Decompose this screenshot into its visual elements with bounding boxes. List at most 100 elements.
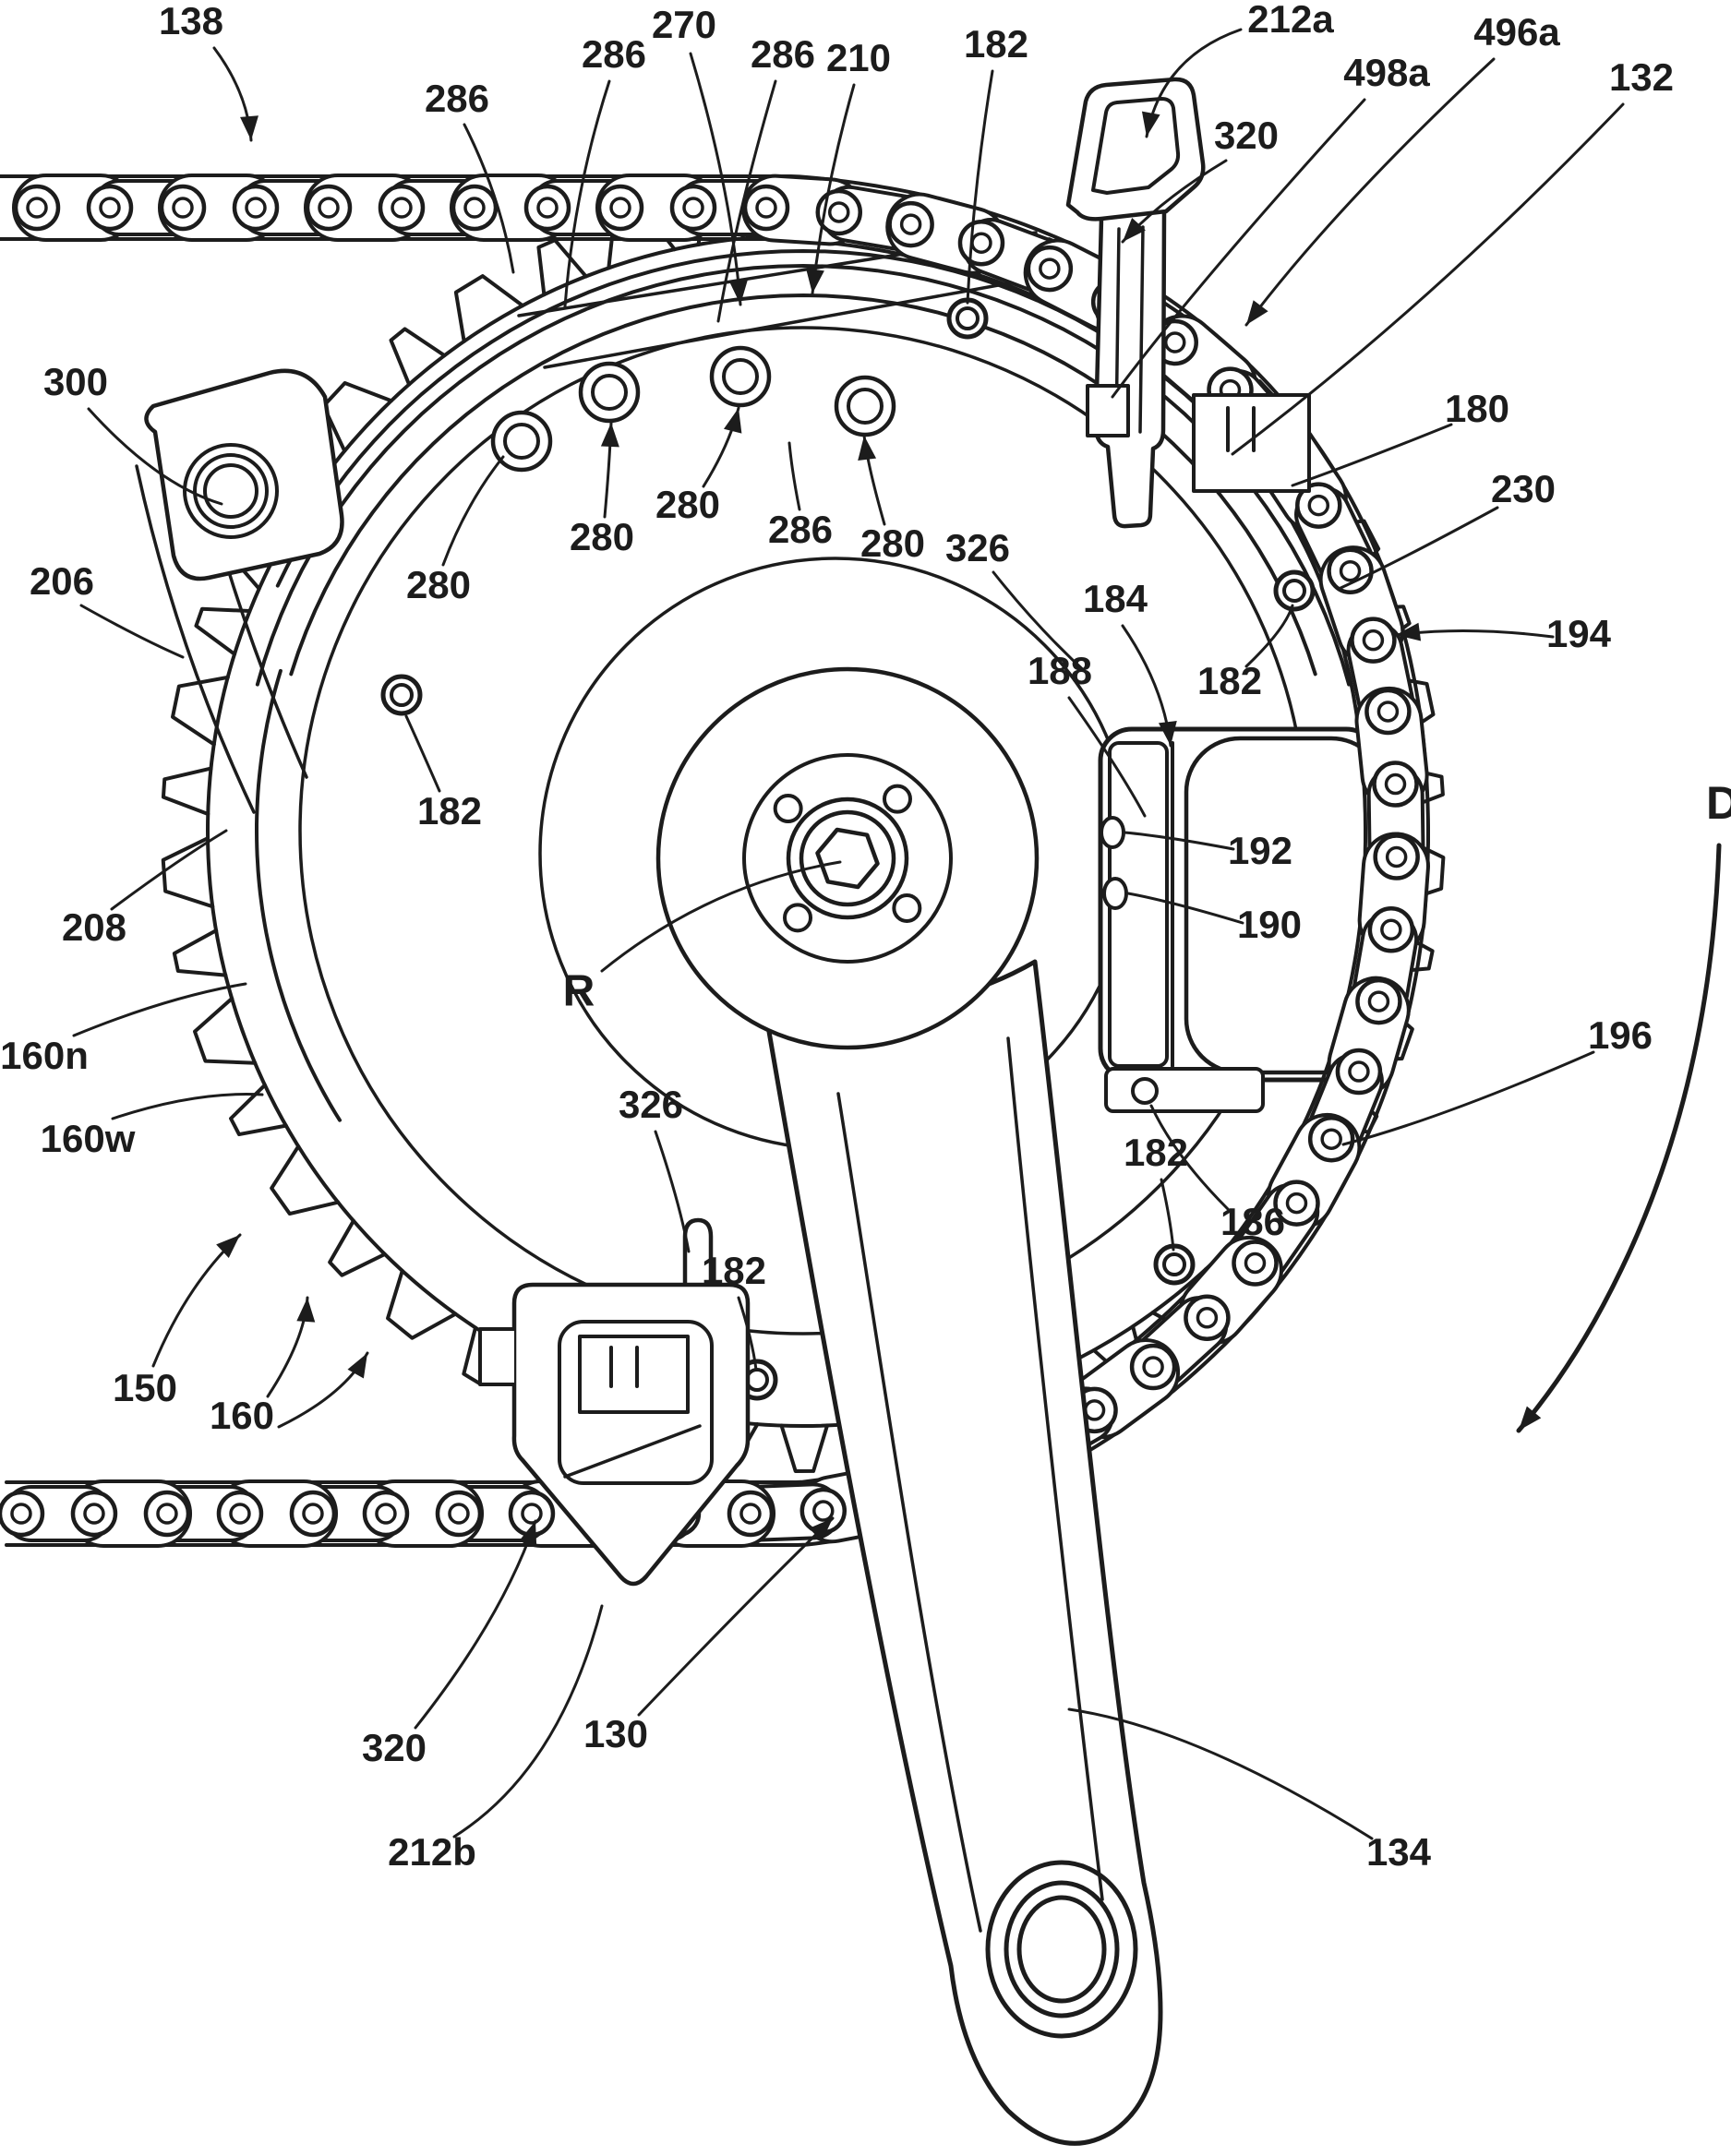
ref-label-496a: 496a (1473, 10, 1560, 54)
leader-line (111, 1093, 264, 1120)
chain-roller-icon (742, 184, 790, 232)
wide-tooth (171, 675, 230, 747)
leader-arrowhead-icon (519, 1521, 537, 1547)
ref-label-230: 230 (1491, 467, 1556, 510)
ref-label-R: R (563, 967, 595, 1016)
flange-bolt-icon (1153, 1243, 1196, 1286)
leader-arrowhead-icon (296, 1298, 316, 1323)
chain-roller-icon (86, 184, 134, 232)
leader-line (600, 860, 842, 973)
wide-tooth (193, 996, 258, 1065)
ref-label-188: 188 (1028, 649, 1092, 692)
narrow-tooth (172, 928, 228, 977)
chain-roller-icon (1350, 617, 1397, 664)
leader-line (79, 604, 185, 659)
leader-line (1160, 1178, 1175, 1252)
ref-label-D: D (1706, 777, 1731, 829)
battery-screw-icon (1100, 816, 1125, 849)
ref-label-130: 130 (583, 1712, 648, 1755)
chain-roller-icon (143, 1490, 191, 1538)
wide-tooth (321, 381, 393, 453)
chain-roller-icon (727, 1490, 775, 1538)
leader-line (1244, 57, 1496, 327)
ref-label-206: 206 (30, 559, 94, 603)
crank-arm (765, 959, 1163, 2146)
ref-label-132: 132 (1609, 55, 1674, 99)
chainring-bolt-icon (834, 375, 896, 437)
ref-label-326: 326 (619, 1083, 683, 1126)
chain-roller-icon (232, 184, 280, 232)
hub (655, 666, 1040, 1050)
leader-line (1337, 506, 1499, 591)
chain-roller-icon (1232, 1240, 1279, 1287)
ring-bolts (490, 345, 896, 473)
chainring-bolt-icon (709, 345, 772, 408)
ref-label-280: 280 (655, 483, 720, 526)
leader-line (1341, 1050, 1595, 1146)
leader-line (811, 83, 856, 295)
chain-roller-icon (815, 188, 862, 236)
ref-label-190: 190 (1237, 903, 1302, 946)
leader-arrowhead-icon (216, 1235, 240, 1259)
leader-arrowhead-icon (858, 436, 877, 461)
ref-label-212b: 212b (388, 1830, 476, 1874)
ref-label-180: 180 (1445, 387, 1509, 430)
leader-line (1244, 604, 1294, 668)
ref-label-280: 280 (860, 521, 925, 565)
leader-arrowhead-icon (240, 115, 258, 140)
chain-roller-icon (13, 184, 61, 232)
chainring-bolt-icon (578, 361, 641, 424)
leader-arrowhead-icon (1141, 111, 1160, 137)
ref-label-160: 160 (210, 1394, 274, 1437)
ref-label-134: 134 (1366, 1830, 1432, 1874)
leader-arrowhead-icon (723, 408, 742, 434)
leader-arrowhead-icon (728, 280, 748, 305)
leader-arrowhead-icon (1246, 300, 1268, 325)
pedal-hole-icon (985, 1860, 1138, 2039)
wide-tooth (386, 1268, 458, 1340)
leader-line (1126, 892, 1244, 925)
leader-line (716, 79, 777, 323)
leader-arrowhead-icon (809, 1518, 833, 1542)
ref-label-182: 182 (1197, 659, 1262, 702)
ref-label-184: 184 (1083, 577, 1148, 620)
leader-line (992, 570, 1091, 677)
leader-line (1149, 1104, 1230, 1211)
ref-label-196: 196 (1588, 1013, 1653, 1057)
leader-line (1291, 423, 1453, 487)
leader-line (452, 1604, 604, 1839)
chain-roller-icon (70, 1490, 118, 1538)
leader-arrowhead-icon (806, 269, 824, 293)
chain-roller-icon (1373, 833, 1420, 880)
chain-roller-icon (1295, 482, 1342, 529)
ref-label-212a: 212a (1247, 0, 1334, 41)
chain-roller-icon (596, 184, 644, 232)
battery-screw-icon (1102, 877, 1128, 910)
leader-line (1067, 1707, 1374, 1840)
ref-label-150: 150 (113, 1366, 177, 1409)
wide-tooth (453, 274, 525, 343)
leader-line (1123, 831, 1235, 851)
leader-line (787, 441, 801, 511)
chain-roller-icon (305, 184, 353, 232)
leader-arrowhead-icon (600, 423, 619, 448)
chain-roller-icon (957, 219, 1005, 267)
chain-roller-icon (159, 184, 207, 232)
chain-roller-icon (523, 184, 571, 232)
ref-label-286: 286 (582, 32, 646, 76)
pedal-hole-icon (1016, 1895, 1107, 2004)
ref-label-160w: 160w (41, 1117, 136, 1160)
chain-roller-icon (669, 184, 717, 232)
narrow-tooth (328, 1218, 387, 1277)
leader-line (463, 123, 515, 274)
leader-line (637, 1516, 835, 1717)
ref-label-210: 210 (826, 36, 891, 79)
ref-label-160n: 160n (0, 1034, 89, 1077)
pivot-bolt-icon (203, 463, 258, 519)
leader-line (1111, 98, 1366, 399)
hub-bolt-hole-icon (882, 784, 912, 814)
chain-roller-icon (1026, 245, 1074, 293)
pivot-arm (144, 368, 344, 581)
